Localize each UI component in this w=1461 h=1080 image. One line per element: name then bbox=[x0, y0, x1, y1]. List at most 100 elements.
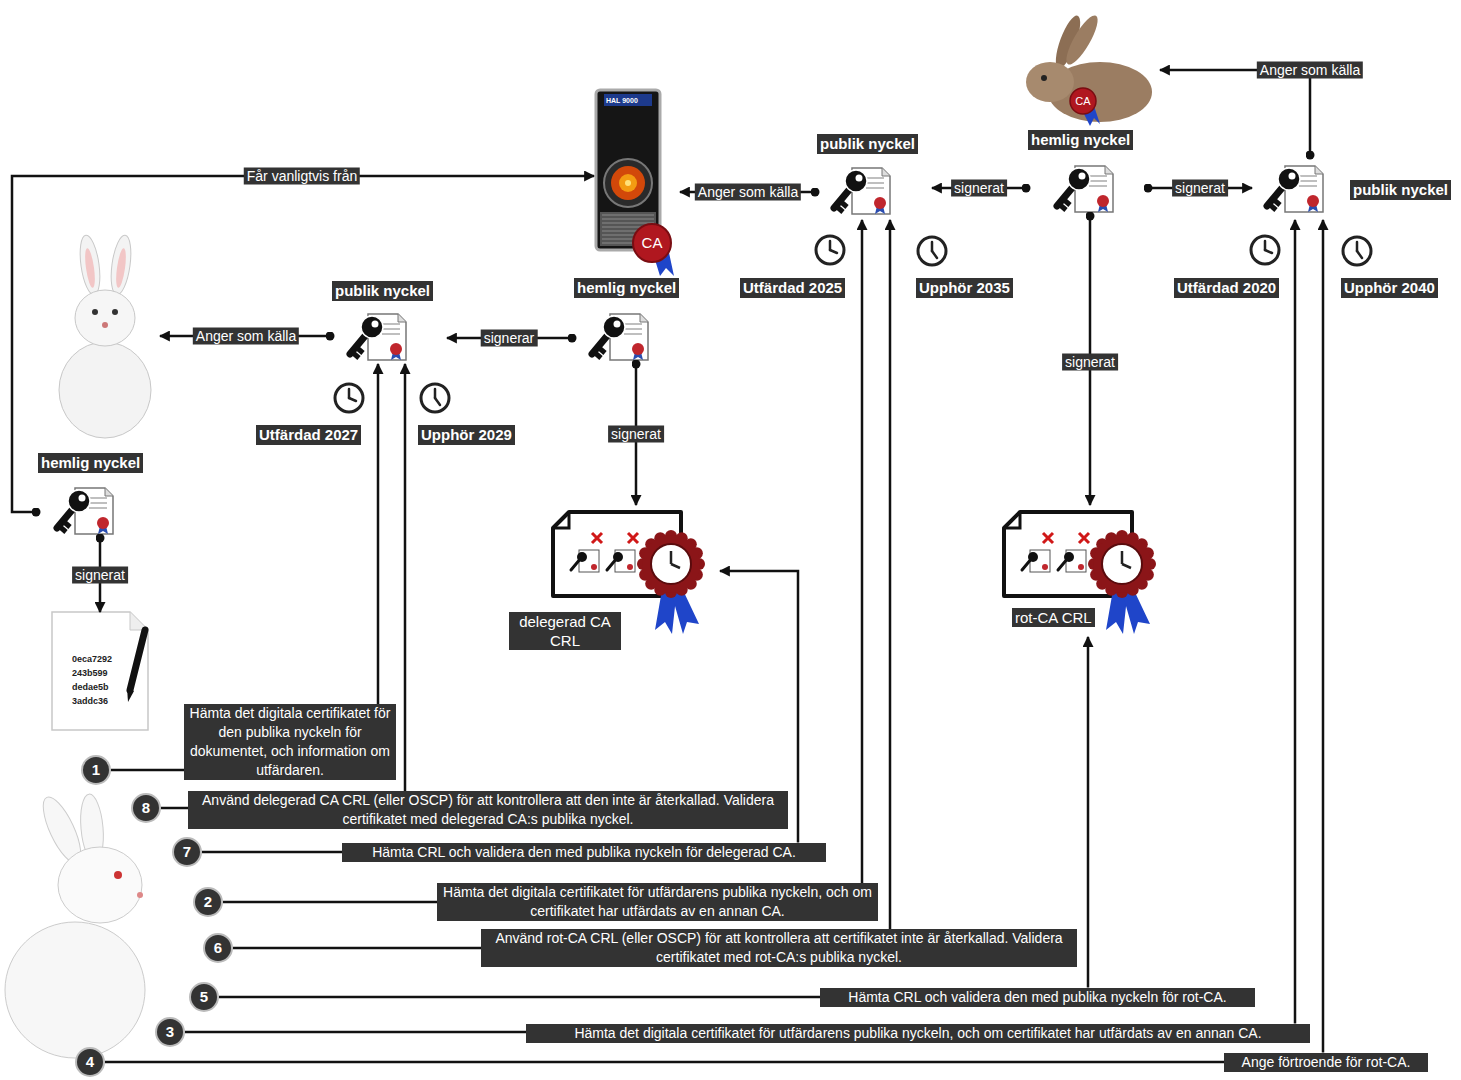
circle-node: 8 bbox=[131, 793, 161, 823]
page-fold bbox=[1004, 512, 1020, 528]
clock-icon bbox=[421, 384, 449, 412]
wax-seal bbox=[874, 197, 886, 209]
crl-node: rot-CA CRL bbox=[1000, 505, 1172, 637]
rosette bbox=[1088, 530, 1156, 598]
edge-label: signerat bbox=[951, 180, 1007, 197]
circle-node: 7 bbox=[172, 837, 202, 867]
key-bow bbox=[845, 170, 867, 192]
circle-node: 1 bbox=[81, 755, 111, 785]
wax-seal bbox=[1078, 564, 1084, 570]
rosette-disc bbox=[642, 535, 700, 593]
text-line bbox=[866, 177, 884, 179]
crl-text: rot-CA CRL bbox=[1012, 608, 1095, 627]
key-text: hemlig nyckel bbox=[1028, 130, 1133, 150]
revoked-certificate-icon bbox=[571, 550, 599, 572]
key-tooth bbox=[1059, 204, 1066, 210]
revoked-mark bbox=[592, 533, 602, 543]
wax-seal bbox=[591, 564, 597, 570]
key-node: publik nyckel bbox=[815, 134, 932, 220]
page-fold bbox=[640, 314, 648, 322]
rabbit-eye bbox=[112, 309, 118, 315]
connector bbox=[233, 947, 481, 950]
key-bow bbox=[1068, 168, 1090, 190]
text-line bbox=[866, 182, 884, 184]
step-node: Hämta det digitala certifikatet för utfä… bbox=[437, 883, 878, 921]
clock-face bbox=[918, 237, 946, 265]
key-tooth bbox=[352, 352, 359, 358]
clock-hand bbox=[1122, 564, 1131, 568]
key-text: hemlig nyckel bbox=[574, 278, 679, 298]
key-hole bbox=[372, 321, 379, 328]
key-hole bbox=[1079, 173, 1086, 180]
edge-label: Anger som källa bbox=[1257, 62, 1363, 79]
connector bbox=[1087, 637, 1090, 988]
connector bbox=[404, 364, 407, 791]
clock-face bbox=[1251, 236, 1279, 264]
pen-tip bbox=[127, 688, 134, 702]
key-node: hemlig nyckel bbox=[1026, 130, 1148, 216]
circle-text: 4 bbox=[86, 1054, 94, 1070]
key-hole bbox=[79, 495, 86, 502]
date-label: Upphör 2029 bbox=[418, 425, 515, 445]
clock-hand bbox=[349, 398, 356, 401]
ca-rabbit bbox=[1026, 12, 1152, 126]
edge-label: signerar bbox=[481, 330, 538, 347]
wax-seal bbox=[632, 343, 644, 355]
step-node: Hämta CRL och validera den med publika n… bbox=[342, 843, 826, 862]
key-certificate-icon bbox=[1267, 166, 1323, 212]
edge-label: signerat bbox=[1062, 354, 1118, 371]
rabbit-body bbox=[59, 342, 151, 438]
circle-text: 3 bbox=[166, 1024, 174, 1040]
circle-node: 5 bbox=[189, 982, 219, 1012]
rabbit-node: CA bbox=[1020, 8, 1160, 128]
circle-text: 1 bbox=[92, 762, 100, 778]
key-tooth bbox=[59, 526, 66, 532]
step-text: Hämta det digitala certifikatet för utfä… bbox=[526, 1024, 1310, 1043]
rosette bbox=[637, 530, 705, 598]
date-label: Upphör 2035 bbox=[916, 278, 1013, 298]
text-line bbox=[89, 502, 107, 504]
text-line bbox=[1089, 175, 1107, 177]
date-label: Utfärdad 2027 bbox=[256, 425, 361, 445]
key-node: hemlig nyckel bbox=[36, 453, 160, 538]
text-line bbox=[382, 333, 400, 335]
text-line bbox=[89, 497, 107, 499]
key-bow bbox=[68, 490, 90, 512]
rabbit-body bbox=[5, 922, 145, 1058]
key-tooth bbox=[598, 347, 605, 353]
rabbit-head bbox=[58, 847, 142, 923]
key-node: publik nyckel bbox=[330, 281, 447, 364]
clock-icon bbox=[1251, 236, 1279, 264]
key-hole bbox=[1289, 173, 1296, 180]
clock-face bbox=[1102, 544, 1142, 584]
connector bbox=[219, 996, 820, 999]
step-text: Använd rot-CA CRL (eller OSCP) för att k… bbox=[481, 929, 1077, 967]
ca-seal bbox=[633, 224, 671, 262]
key-bow bbox=[1064, 552, 1074, 562]
connector bbox=[161, 807, 188, 810]
clock-face bbox=[421, 384, 449, 412]
wax-seal bbox=[390, 343, 402, 355]
revoked-mark bbox=[1043, 533, 1053, 543]
clock-icon bbox=[816, 236, 844, 264]
rabbit-text: CA bbox=[1075, 95, 1090, 107]
connector bbox=[377, 364, 380, 704]
clock-hand bbox=[830, 250, 837, 253]
wax-seal bbox=[97, 517, 109, 529]
edge-label: signerat bbox=[72, 567, 128, 584]
grille-line bbox=[602, 223, 654, 224]
rabbit-eye bbox=[114, 871, 122, 879]
key-bow bbox=[361, 316, 383, 338]
text-line bbox=[1089, 180, 1107, 182]
step-node: Hämta CRL och validera den med publika n… bbox=[820, 988, 1255, 1007]
hal-nameplate bbox=[604, 94, 652, 106]
step-text: Hämta det digitala certifikatet för den … bbox=[184, 704, 396, 780]
clock-hand bbox=[1264, 241, 1267, 250]
revoked-certificate-icon bbox=[607, 550, 635, 572]
crl-text: delegerad CA CRL bbox=[509, 612, 621, 650]
crl-node: delegerad CA CRL bbox=[505, 505, 720, 660]
rabbit-nose bbox=[102, 322, 108, 328]
page-fold bbox=[398, 314, 406, 322]
step-text: Hämta CRL och validera den med publika n… bbox=[820, 988, 1255, 1007]
clock-hand bbox=[435, 398, 440, 405]
